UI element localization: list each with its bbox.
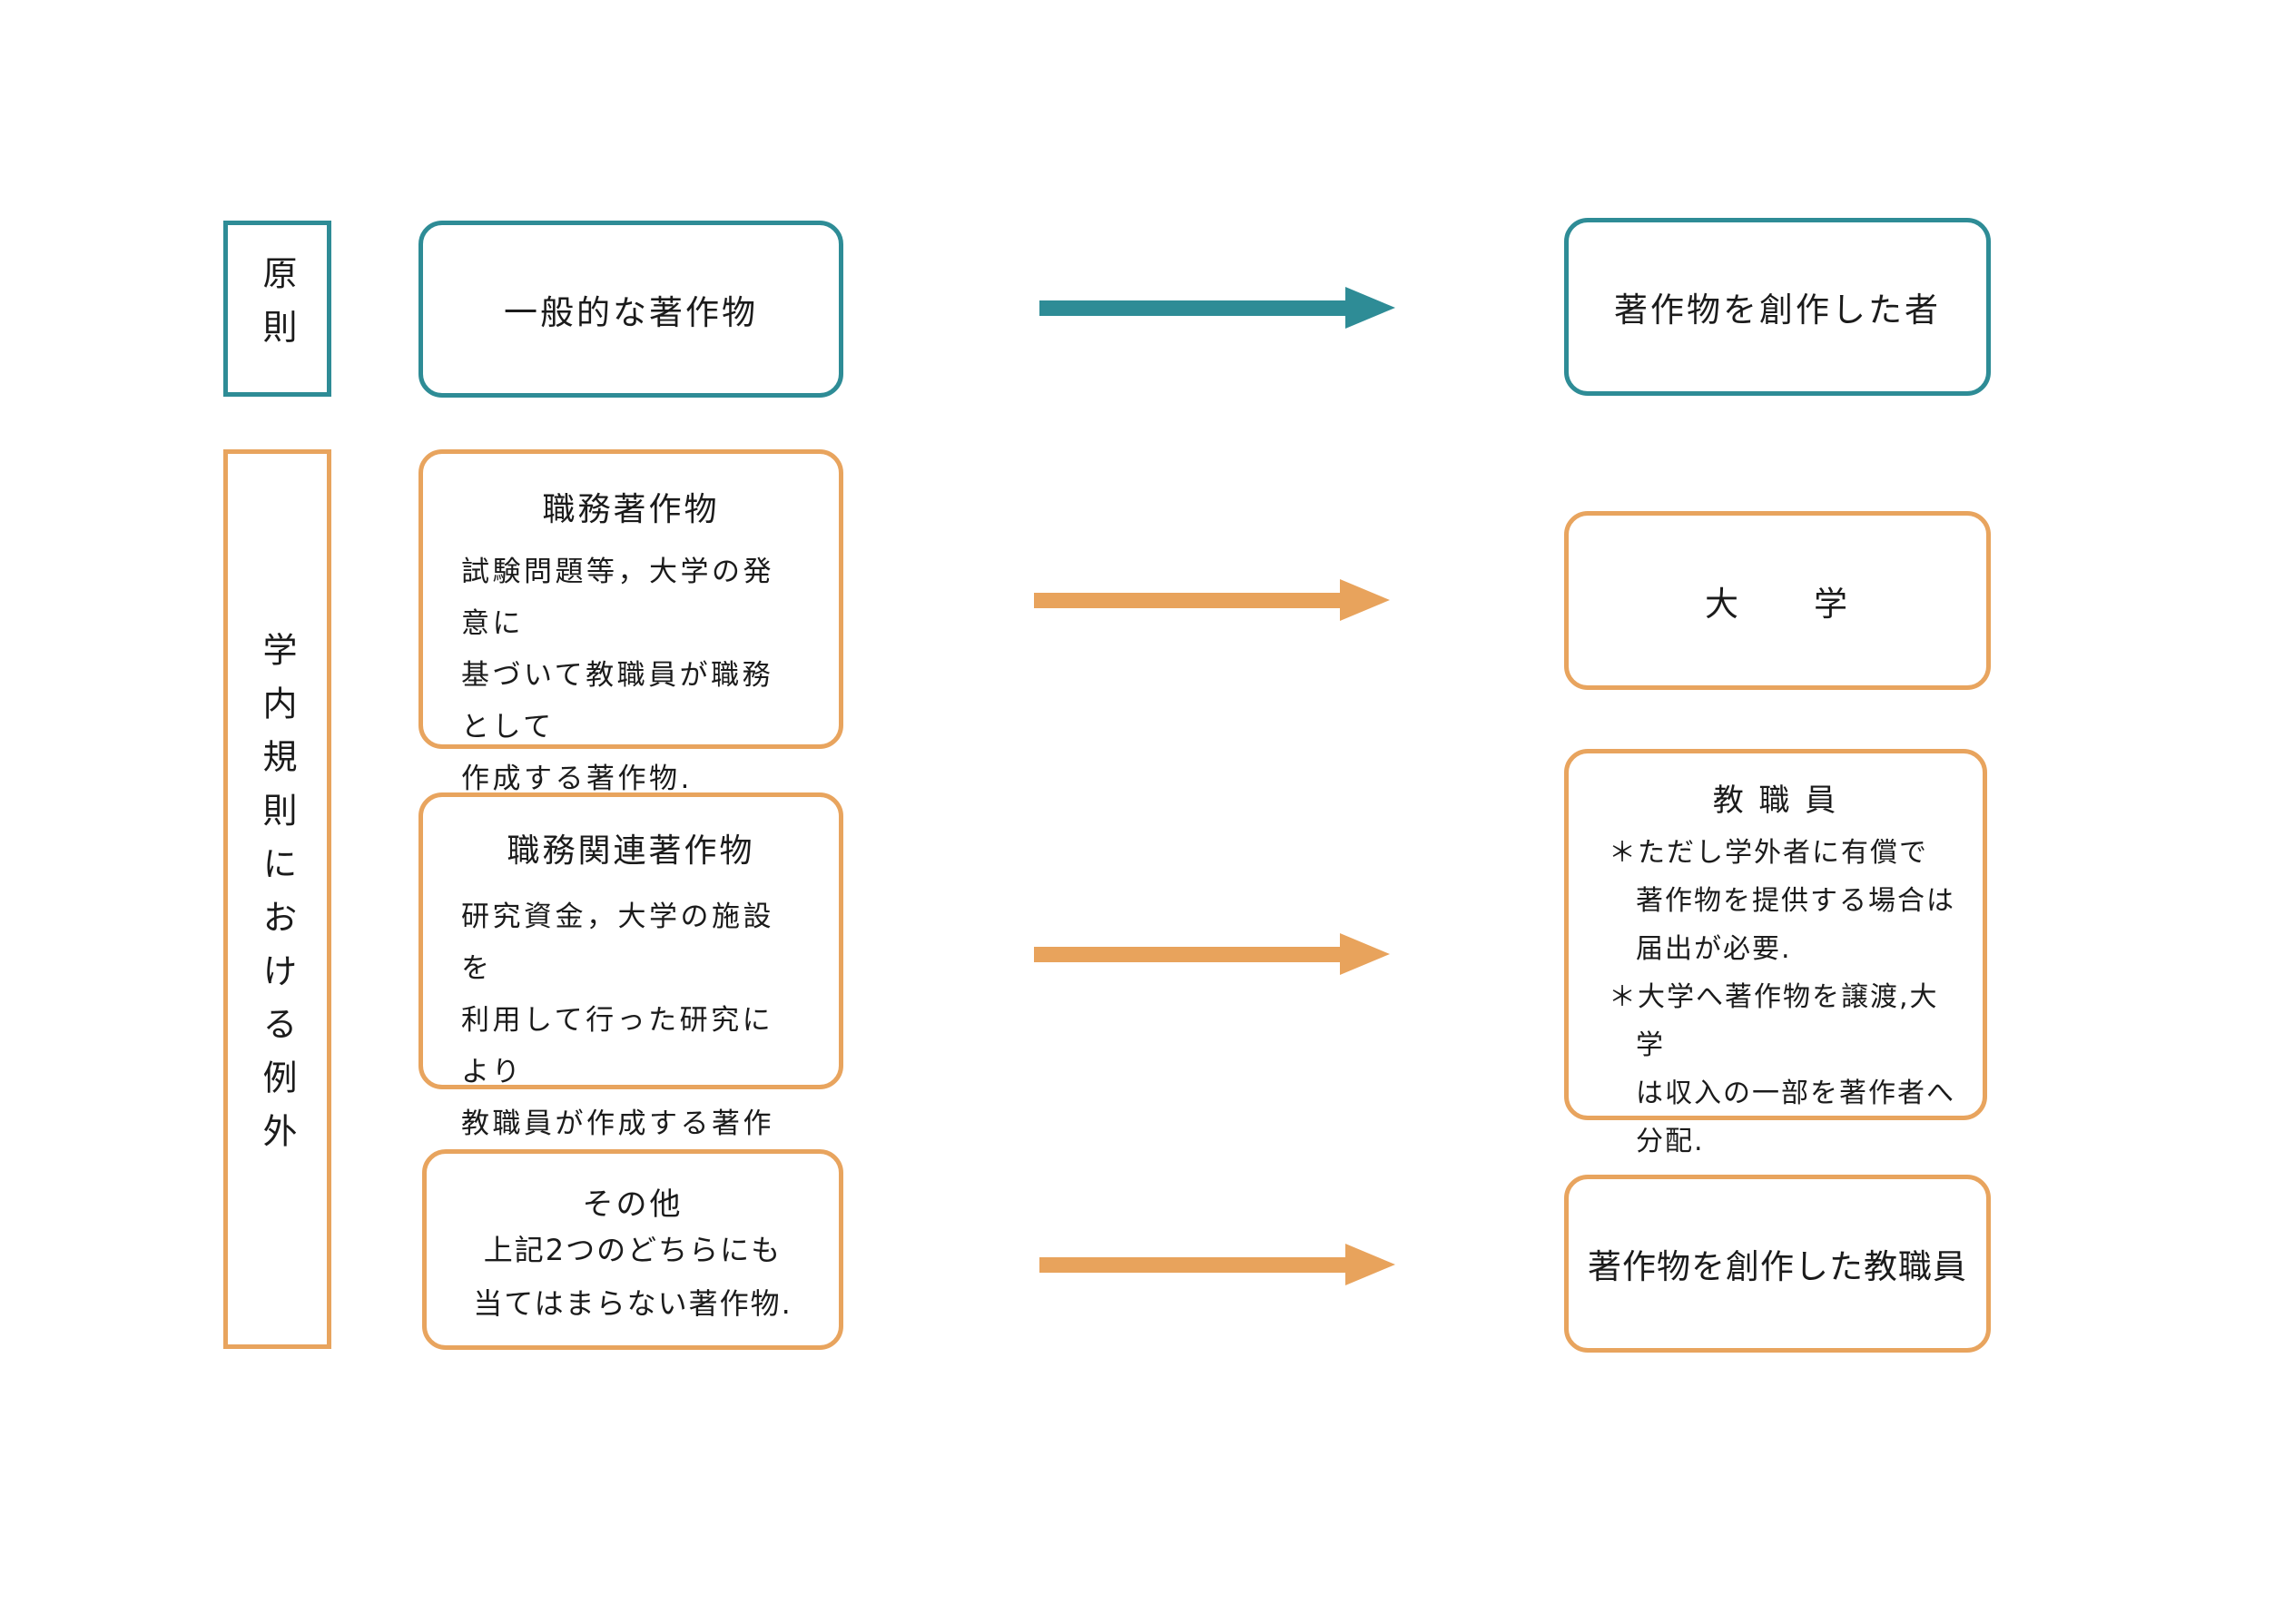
row1-target-text: 大 学 <box>1705 584 1850 624</box>
exception-row1-source-box: 職務著作物 試験問題等，大学の発意に 基づいて教職員が職務として 作成する著作物… <box>418 449 843 795</box>
principle-source-box: 一般的な著作物 <box>418 221 843 398</box>
row1-source-title: 職務著作物 <box>542 491 720 528</box>
arrow-shaft <box>1039 300 1345 316</box>
note-item: ＊ただし学外者に有償で 著作物を提供する場合は 届出が必要. <box>1609 837 1955 965</box>
exception-label-box: 学内規則における例外 <box>223 449 331 1349</box>
row3-arrow <box>1039 1244 1395 1285</box>
row3-source-body: 上記2つのどちらにも 当てはまらない著作物. <box>473 1233 793 1321</box>
row3-source-title: その他 <box>582 1186 684 1223</box>
principle-source-text: 一般的な著作物 <box>504 292 758 332</box>
principle-label-box: 原則 <box>223 221 331 397</box>
arrow-head <box>1345 1244 1395 1285</box>
row3-target-box: 著作物を創作した教職員 <box>1564 1175 1991 1353</box>
row2-arrow <box>1034 933 1390 975</box>
principle-target-text: 著作物を創作した者 <box>1614 290 1941 330</box>
exception-label-text: 学内規則における例外 <box>257 632 297 1166</box>
exception-row2-source-box: 職務関連著作物 研究資金，大学の施設を 利用して行った研究により 教職員が作成す… <box>418 792 843 1192</box>
row1-source-body: 試験問題等，大学の発意に 基づいて教職員が職務として 作成する著作物. <box>461 556 774 795</box>
arrow-shaft <box>1034 946 1340 962</box>
note-item: ＊大学へ著作物を譲渡,大学 は収入の一部を著作者へ 分配. <box>1609 981 1955 1157</box>
row2-target-notes: ＊ただし学外者に有償で 著作物を提供する場合は 届出が必要. ＊大学へ著作物を譲… <box>1569 829 1983 1166</box>
row2-source-title: 職務関連著作物 <box>507 832 755 870</box>
arrow-shaft <box>1034 592 1340 608</box>
exception-row3-source-box: その他 上記2つのどちらにも 当てはまらない著作物. <box>422 1149 843 1350</box>
row2-source-body: 研究資金，大学の施設を 利用して行った研究により 教職員が作成する著作物. <box>461 901 774 1192</box>
arrow-shaft <box>1039 1256 1345 1273</box>
row3-target-text: 著作物を創作した教職員 <box>1588 1247 1967 1286</box>
principle-target-box: 著作物を創作した者 <box>1564 218 1991 396</box>
row1-arrow <box>1034 579 1390 621</box>
principle-arrow <box>1039 287 1395 329</box>
arrow-head <box>1340 579 1390 621</box>
row1-target-box: 大 学 <box>1564 511 1991 690</box>
row2-target-title: 教 職 員 <box>1712 782 1839 819</box>
arrow-head <box>1345 287 1395 329</box>
principle-label-text: 原則 <box>257 255 297 362</box>
arrow-head <box>1340 933 1390 975</box>
row2-target-box: 教 職 員 ＊ただし学外者に有償で 著作物を提供する場合は 届出が必要. ＊大学… <box>1564 749 1987 1157</box>
